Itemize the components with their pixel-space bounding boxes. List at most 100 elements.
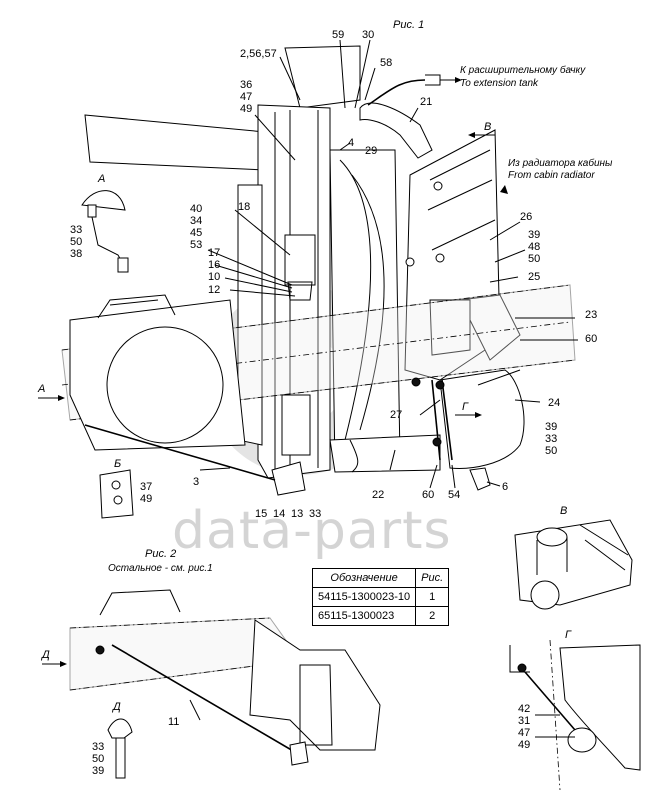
extension-tank-en-label: To extension tank [460,78,539,89]
radiator-mount-upper [284,234,316,286]
support-rod-11 [111,644,301,756]
callout-60: 60 [585,333,597,345]
table-row: 65115-1300023 2 [311,606,450,626]
upper-shroud [284,45,361,109]
tank-pipe [367,79,426,106]
detail-g-shroud [559,644,641,771]
detail-b [99,469,134,519]
fig2-assembly [42,589,381,766]
callout-12: 12 [208,284,220,296]
callout-d-50: 50 [92,753,104,765]
table-cell-designation: 54115-1300023-10 [311,587,417,607]
callout-18: 18 [238,201,250,213]
bracket-23 [459,294,521,361]
callout-g-47: 47 [518,727,530,739]
callout-a-33: 33 [70,224,82,236]
callout-6: 6 [502,481,508,493]
detail-v [514,519,633,610]
callout-g-31: 31 [518,715,530,727]
callout-3: 3 [193,476,199,488]
fig1-assembly [38,45,576,496]
callout-25: 25 [528,271,540,283]
fig2-title: Рис. 2 [145,548,176,560]
callout-b-37: 37 [140,481,152,493]
fig2-note: Остальное - см. рис.1 [108,563,213,574]
radiator-mount-lower [281,394,311,456]
callout-60b: 60 [422,489,434,501]
callout-34: 34 [190,215,202,227]
callout-4: 4 [348,137,354,149]
callout-16: 16 [208,259,220,271]
callout-g-42: 42 [518,703,530,715]
detail-g-clamp [567,727,597,753]
callout-45: 45 [190,227,202,239]
fan-blade [339,159,372,441]
table-cell-designation: 65115-1300023 [311,606,417,626]
detail-g [509,639,641,791]
view-label-a-top: А [97,173,105,185]
view-label-g-arrow: Г [462,401,469,413]
callout-59: 59 [332,29,344,41]
callout-53: 53 [190,239,202,251]
cabin-radiator-en-label: From cabin radiator [508,170,595,181]
view-label-a-arrow: А [37,383,45,395]
view-label-b: Б [114,458,121,470]
view-label-d-arrow: Д [40,649,50,661]
table-cell-fig: 1 [415,587,450,607]
callout-27: 27 [390,409,402,421]
detail-d-clip [107,718,133,739]
watermark-text: data-parts [172,501,452,561]
table-cell-fig: 2 [415,606,450,626]
callout-g-49: 49 [518,739,530,751]
round-cutout [106,326,224,444]
detail-d-pipe [115,737,126,779]
support-rod-3 [84,424,276,481]
callout-39: 39 [528,229,540,241]
callout-a-38: 38 [70,248,82,260]
callout-40: 40 [190,203,202,215]
callout-10: 10 [208,271,220,283]
callout-54: 54 [448,489,460,501]
callout-13: 13 [291,508,303,520]
detail-a [81,190,129,273]
callout-a-50: 50 [70,236,82,248]
view-label-g: Г [565,629,572,641]
lower-pipe [329,434,441,473]
callout-15: 15 [255,508,267,520]
fig2-shroud [249,619,381,751]
view-label-d: Д [111,701,121,713]
callout-36: 36 [240,79,252,91]
callout-d-33: 33 [92,741,104,753]
view-label-v-arrow: В [484,121,491,133]
callout-2-56-57: 2,56,57 [240,48,277,60]
extension-tank-ru-label: К расширительному бачку [460,64,586,76]
callout-47: 47 [240,91,252,103]
callout-50b: 50 [545,445,557,457]
callout-14: 14 [273,508,285,520]
callout-29: 29 [365,145,377,157]
lower-shroud-24 [439,369,525,469]
callout-33b: 33 [545,433,557,445]
upper-hose [359,102,433,159]
callout-d-39: 39 [92,765,104,777]
detail-d [107,718,133,779]
flange-plate [429,299,471,356]
callout-48: 48 [528,241,540,253]
callout-39b: 39 [545,421,557,433]
bolt-assembly [271,461,306,496]
table-header-designation: Обозначение [311,568,417,588]
cabin-radiator-ru-label: Из радиатора кабины [508,157,613,169]
fig1-title: Рис. 1 [393,19,424,31]
callout-30: 30 [362,29,374,41]
table-header-row: Обозначение Рис. [311,568,450,588]
callout-50: 50 [528,253,540,265]
drain-fitting [469,467,491,491]
callout-24: 24 [548,397,560,409]
callout-33c: 33 [309,508,321,520]
fig2-carry-handle [99,589,181,616]
callout-49: 49 [240,103,252,115]
detail-b-plate [99,469,134,519]
leader-lines [189,39,578,738]
callout-11: 11 [168,716,179,728]
